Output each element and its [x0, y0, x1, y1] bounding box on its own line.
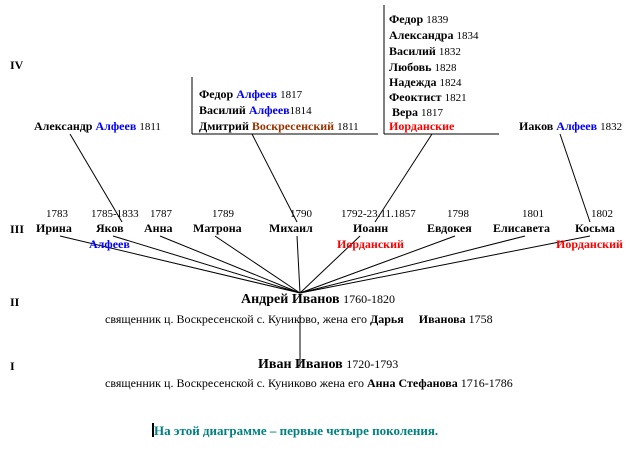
andrey-description: священник ц. Воскресенской с. Куниково, …	[105, 313, 493, 325]
ivan-name: Иван Иванов	[258, 357, 343, 372]
line-to-mikhail	[296, 235, 301, 294]
line-yakov-alexander	[69, 133, 123, 223]
gen3-name-irina: Ирина	[36, 221, 72, 235]
text-cursor	[152, 423, 154, 437]
mikhail-child-1: Василий Алфеев1814	[199, 103, 312, 117]
diagram-caption: На этой диаграмме – первые четыре поколе…	[154, 423, 439, 438]
ivan-years: 1720-1793	[346, 357, 399, 371]
line-kosma-iakov	[559, 133, 591, 223]
mikhail-child-0: Федор Алфеев 1817	[199, 87, 303, 101]
ioann-child-0: Федор 1839	[389, 12, 449, 26]
andrey-ivanov: Андрей Иванов 1760-1820	[241, 293, 395, 307]
gen3-name-yakov: Яков	[96, 221, 124, 235]
alexander-surname: Алфеев	[95, 119, 137, 133]
iakov-first-name: Иаков	[519, 119, 554, 133]
generation-label-ii: II	[10, 295, 20, 309]
gen3-name-elisaveta: Елисавета	[493, 221, 550, 235]
gen3-name-evdokeya: Евдокея	[427, 221, 472, 235]
line-mikhail-children	[251, 133, 298, 223]
gen3-name-anna: Анна	[144, 221, 173, 235]
line-to-evdokeya	[299, 235, 456, 294]
line-to-ioann	[299, 235, 361, 294]
gen3-name-matrona: Матрона	[193, 221, 242, 235]
ivan-description: священник ц. Воскресенской с. Куниково ж…	[105, 377, 513, 389]
line-to-anna	[159, 235, 301, 294]
ioann-child-4: Надежда 1824	[389, 75, 462, 89]
generation-label-iii: III	[10, 222, 25, 236]
ioann-child-1: Александра 1834	[389, 28, 479, 42]
mikhail-child-2: Дмитрий Воскресенский 1811	[199, 119, 359, 133]
alexander-year: 1811	[139, 121, 161, 133]
gen3-name-mikhail: Михаил	[269, 221, 313, 235]
gen3-year-elisaveta: 1801	[522, 208, 544, 220]
gen3-year-anna: 1787	[150, 208, 172, 220]
generation-label-iv: IV	[10, 58, 24, 72]
ioann-child-6: Вера 1817	[392, 105, 444, 119]
ioann-child-2: Василий 1832	[389, 44, 461, 58]
alexander-alfeev: Александр Алфеев 1811	[34, 120, 161, 133]
ioann-child-5: Феоктист 1821	[389, 90, 467, 104]
ivan-desc-text: священник ц. Воскресенской с. Куниково ж…	[105, 376, 364, 390]
gen3-year-matrona: 1789	[212, 208, 234, 220]
andrey-wife-years: 1758	[468, 312, 493, 326]
andrey-wife-name: Дарья	[369, 312, 404, 326]
gen3-name-ioann: Иоанн	[353, 221, 389, 235]
ioann-child-3: Любовь 1828	[389, 60, 457, 74]
gen3-surname-ioann: Иорданский	[337, 237, 404, 251]
gen3-year-evdokeya: 1798	[447, 208, 469, 220]
alexander-first-name: Александр	[34, 119, 93, 133]
andrey-desc-text: священник ц. Воскресенской с. Куниково, …	[105, 312, 367, 326]
ioann-children-surname: Иорданские	[389, 119, 455, 133]
gen3-year-yakov: 1785-1833	[91, 208, 139, 220]
gen3-year-mikhail: 1790	[290, 208, 312, 220]
ivan-wife-name: Анна Стефанова	[366, 376, 458, 390]
gen3-year-kosma: 1802	[591, 208, 613, 220]
iakov-alfeev: Иаков Алфеев 1832	[519, 120, 622, 133]
line-to-yakov	[112, 235, 301, 294]
andrey-name: Андрей Иванов	[241, 292, 340, 307]
line-to-irina	[59, 235, 301, 294]
generation-label-i: I	[10, 359, 15, 373]
line-to-matrona	[214, 235, 301, 294]
ivan-ivanov: Иван Иванов 1720-1793	[258, 358, 398, 372]
line-to-elisaveta	[299, 235, 526, 294]
gen3-year-ioann: 1792-23.11.1857	[341, 208, 416, 220]
ivan-wife-years: 1716-1786	[460, 376, 513, 390]
gen3-surname-yakov: Алфеев	[89, 237, 130, 251]
andrey-years: 1760-1820	[343, 292, 396, 306]
line-ioann-children	[374, 133, 433, 223]
line-to-kosma	[299, 235, 591, 294]
gen3-surname-kosma: Иорданский	[556, 237, 623, 251]
gen3-year-irina: 1783	[46, 208, 68, 220]
andrey-wife-surname: Иванова	[418, 312, 466, 326]
iakov-surname: Алфеев	[556, 119, 598, 133]
gen3-name-kosma: Косьма	[575, 221, 615, 235]
iakov-year: 1832	[600, 121, 623, 133]
